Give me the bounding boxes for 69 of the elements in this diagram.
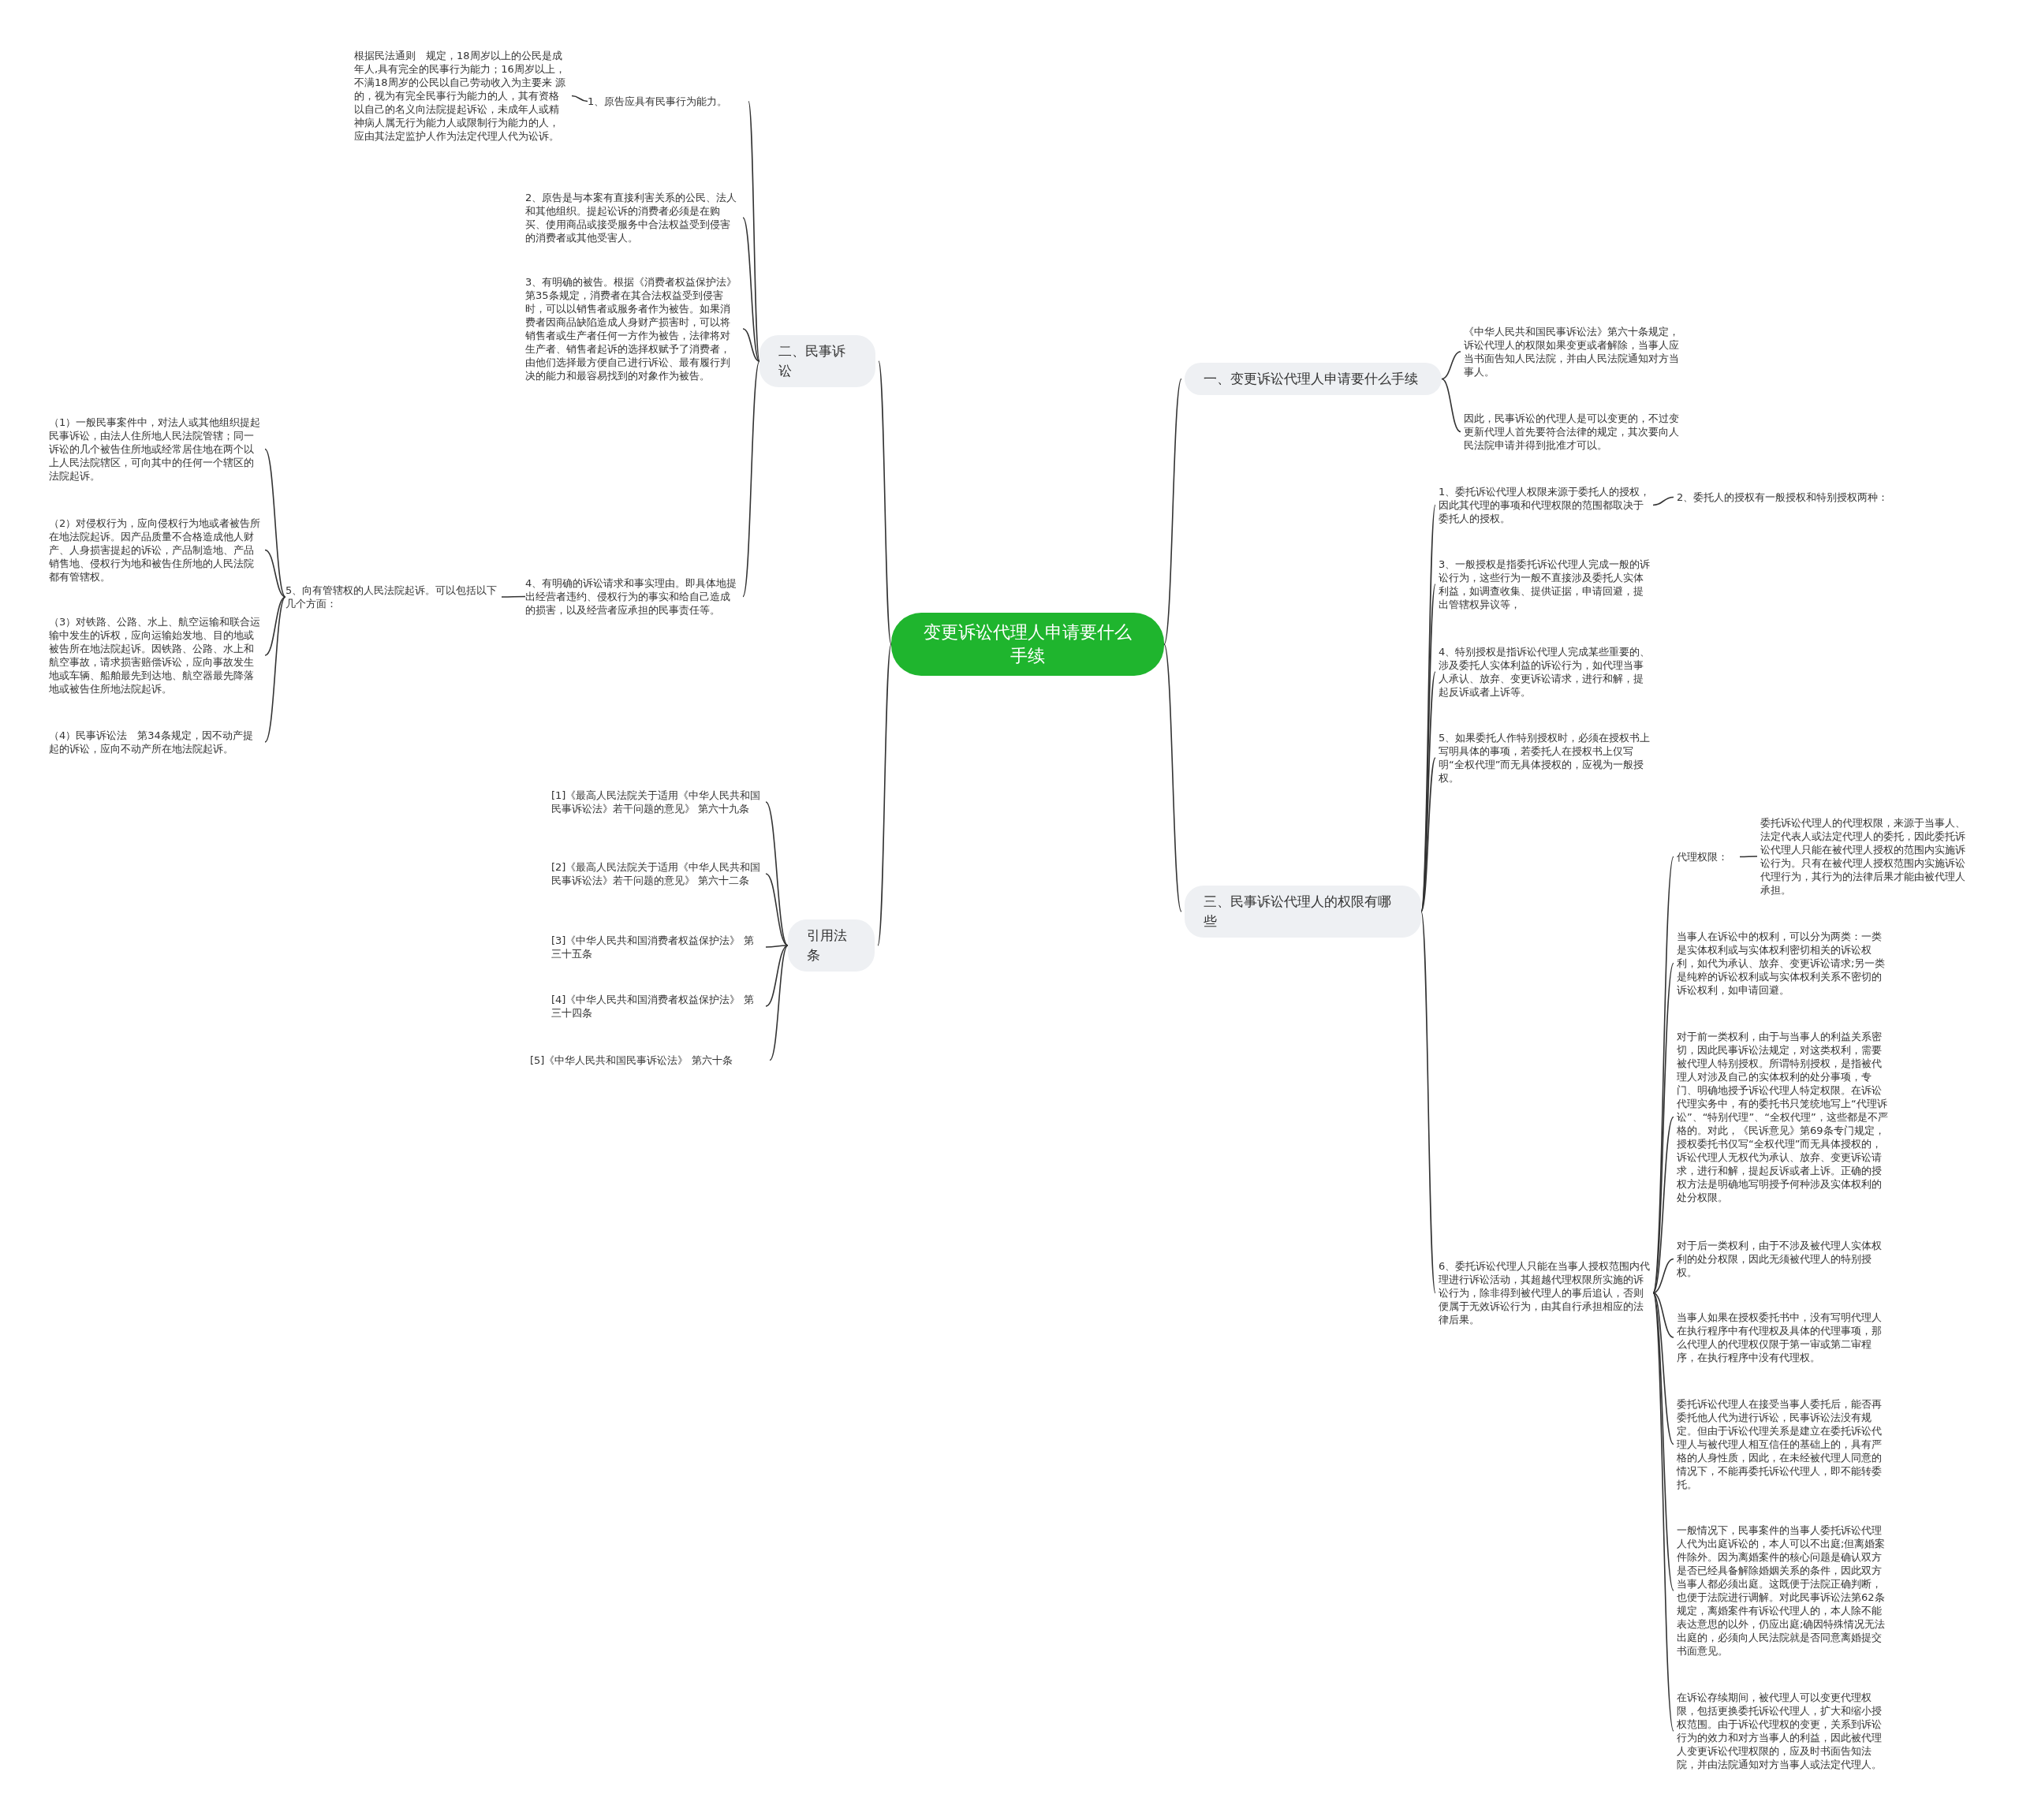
connector-line <box>1652 1292 1674 1338</box>
connector-line <box>765 873 789 946</box>
topic-text: （1）一般民事案件中，对法人或其他组织提起民事诉讼，由法人住所地人民法院管辖；同一诉讼的几个被告住所地或经常居住地在两个以上人民法院辖区，可向其中的任何一个辖区的法院起诉。 <box>49 416 262 483</box>
topic-text: （4）民事诉讼法 第34条规定，因不动产提起的诉讼，应向不动产所在地法院起诉。 <box>49 729 262 755</box>
connector-line <box>769 945 789 1061</box>
topic-text: 当事人在诉讼中的权利，可以分为两类：一类是实体权利或与实体权利密切相关的诉讼权利，如代为承认、放弃、变更诉讼请求;另一类是纯粹的诉讼权利或与实体权利关系不密切的诉讼权利，如申请回避。 <box>1677 930 1891 997</box>
connector-line <box>1420 911 1436 1294</box>
connector-line <box>1163 643 1182 912</box>
topic-text: 一般情况下，民事案件的当事人委托诉讼代理人代为出庭诉讼的，本人可以不出庭;但离婚案件除外。因为离婚案件的核心问题是确认双方是否已经具备解除婚姻关系的条件，因此双方当事人都必须出庭。这既便于法院正确判断，也便于法院进行调解。对此民事诉讼法第62条规定，离婚案件有诉讼代理人的，本人除不能表达意思的以外，仍应出庭;确因特殊情况无法出庭的，必须向人民法院就是否同意离婚提交书面意见。 <box>1677 1524 1891 1658</box>
connector-line <box>765 945 789 948</box>
branch-topic: 三、民事诉讼代理人的权限有哪些 <box>1185 886 1421 938</box>
connector-line <box>878 360 892 645</box>
topic-text: [4]《中华人民共和国消费者权益保护法》 第三十四条 <box>551 993 763 1020</box>
topic-text: 对于前一类权利，由于与当事人的利益关系密切，因此民事诉讼法规定，对这类权利，需要被代理人特别授权。所谓特别授权，是指被代理人对涉及自己的实体权利的处分事项，专门、明确地授予诉讼代理人特定权限。在诉讼代理实务中，有的委托书只笼统地写上“代理诉讼”、“特别代理”、“全权代理”，这些都是不严格的。对此，《民诉意见》第69条专门规定，授权委托书仅写“全权代理”而无具体授权的，诉讼代理人无权代为承认、放弃、变更诉讼请求，进行和解，提起反诉或者上诉。正确的授权方法是明确地写明授予何种涉及实体权利的处分权限。 <box>1677 1030 1891 1204</box>
topic-text: [1]《最高人民法院关于适用《中华人民共和国民事诉讼法》若干问题的意见》 第六十九条 <box>551 789 763 815</box>
connector-line <box>1441 351 1461 380</box>
connector-line <box>742 360 760 598</box>
topic-text: [5]《中华人民共和国民事诉讼法》 第六十条 <box>530 1054 767 1067</box>
topic-text: [2]《最高人民法院关于适用《中华人民共和国民事诉讼法》若干问题的意见》 第六十二条 <box>551 860 763 887</box>
branch-topic: 引用法条 <box>788 919 875 972</box>
topic-text: （2）对侵权行为，应向侵权行为地或者被告所在地法院起诉。因产品质量不合格造成他人财产、人身损害提起的诉讼，产品制造地、产品销售地、侵权行为地和被告住所地的人民法院都有管辖权。 <box>49 517 262 584</box>
connector-line <box>264 448 286 598</box>
connector-line <box>1420 757 1436 912</box>
connector-line <box>1652 1258 1674 1294</box>
topic-text: 2、委托人的授权有一般授权和特别授权两种： <box>1677 490 1898 504</box>
connector-line <box>877 643 892 946</box>
connector-line <box>501 595 526 598</box>
connector-line <box>1652 1292 1674 1445</box>
topic-text: 在诉讼存续期间，被代理人可以变更代理权限，包括更换委托诉讼代理人，扩大和缩小授权范围。由于诉讼代理权的变更，关系到诉讼行为的效力和对方当事人的利益，因此被代理人变更诉讼代理权限的，应及时书面告知法院，并由法院通知对方当事人或法定代理人。 <box>1677 1691 1891 1771</box>
connector-line <box>1652 1292 1674 1732</box>
topic-text: 2、原告是与本案有直接利害关系的公民、法人和其他组织。提起讼诉的消费者必须是在购买、使用商品或接受服务中合法权益受到侵害的消费者或其他受害人。 <box>525 191 740 244</box>
topic-text: （3）对铁路、公路、水上、航空运输和联合运输中发生的诉权，应向运输始发地、目的地或被告所在地法院起诉。因铁路、公路、水上和航空事故，请求损害赔偿诉讼，应向事故发生地或车辆、船舶最先到达地、航空器最先降落地或被告住所地法院起诉。 <box>49 615 262 696</box>
topic-text: [3]《中华人民共和国消费者权益保护法》 第三十五条 <box>551 934 763 960</box>
connector-line <box>1652 496 1674 506</box>
topic-text: 1、委托诉讼代理人权限来源于委托人的授权，因此其代理的事项和代理权限的范围都取决于委托人的授权。 <box>1439 485 1653 525</box>
branch-topic: 一、变更诉讼代理人申请要什么手续 <box>1185 363 1442 395</box>
connector-line <box>1163 378 1182 645</box>
connector-line <box>1652 1116 1674 1294</box>
topic-text: 因此，民事诉讼的代理人是可以变更的，不过变更新代理人首先要符合法律的规定，其次要向人民法院申请并得到批准才可以。 <box>1464 412 1680 452</box>
topic-text: 根据民法通则 规定，18周岁以上的公民是成年人,具有完全的民事行为能力；16周岁以上，不满18周岁的公民以自己劳动收入为主要来 源的，视为有完全民事行为能力的人，其有资格以自己的名义向法院提起诉讼，未成年人或精神病人属无行为能力人或限制行为能力的人，应由其法定监护人作为法定代理人代为讼诉。 <box>354 49 569 143</box>
connector-line <box>264 596 286 656</box>
connector-line <box>264 549 286 598</box>
connector-line <box>264 596 286 743</box>
connector-line <box>1739 856 1758 858</box>
connector-line <box>571 95 588 103</box>
topic-text: 5、向有管辖权的人民法院起诉。可以包括以下几个方面： <box>285 584 498 610</box>
topic-text: 委托诉讼代理人在接受当事人委托后，能否再委托他人代为进行诉讼，民事诉讼法没有规定。但由于诉讼代理关系是建立在委托诉讼代理人与被代理人相互信任的基础上的，具有严格的人身性质，因此，在未经被代理人同意的情况下，不能再委托诉讼代理人，即不能转委托。 <box>1677 1397 1891 1491</box>
branch-topic: 二、民事诉讼 <box>759 335 875 387</box>
connector-line <box>765 801 789 946</box>
topic-text: 委托诉讼代理人的代理权限，来源于当事人、法定代表人或法定代理人的委托，因此委托诉讼代理人只能在被代理人授权的范围内实施诉讼行为。只有在被代理人授权范围内实施诉讼代理行为，其行为的法律后果才能由被代理人承担。 <box>1760 816 1975 897</box>
connector-line <box>1420 671 1436 912</box>
connector-line <box>1441 378 1461 433</box>
topic-text: 对于后一类权利，由于不涉及被代理人实体权利的处分权限，因此无须被代理人的特别授权。 <box>1677 1239 1891 1279</box>
topic-text: 3、有明确的被告。根据《消费者权益保护法》第35条规定，消费者在其合法权益受到侵害时，可以以销售者或服务者作为被告。如果消费者因商品缺陷造成人身财产损害时，可以将销售者或生产者任何一方作为被告，法律将对生产者、销售者起诉的选择权赋予了消费者，由他们选择最方便自己进行诉讼、最有履行判决的能力和最容易找到的对象作为被告。 <box>525 275 740 382</box>
topic-text: 代理权限： <box>1677 850 1740 863</box>
connector-line <box>748 100 760 362</box>
topic-text: 当事人如果在授权委托书中，没有写明代理人在执行程序中有代理权及具体的代理事项，那么代理人的代理权仅限于第一审或第二审程序，在执行程序中没有代理权。 <box>1677 1311 1891 1364</box>
connector-line <box>742 328 760 362</box>
topic-text: 6、委托诉讼代理人只能在当事人授权范围内代理进行诉讼活动，其超越代理权限所实施的诉讼行为，除非得到被代理人的事后追认，否则便属于无效诉讼行为，由其自行承担相应的法律后果。 <box>1439 1259 1653 1326</box>
topic-text: 4、有明确的诉讼请求和事实理由。即具体地提出经营者违约、侵权行为的事实和给自己造成的损害，以及经营者应承担的民事责任等。 <box>525 576 740 617</box>
topic-text: 5、如果委托人作特别授权时，必须在授权书上写明具体的事项，若委托人在授权书上仅写明“全权代理”而无具体授权的，应视为一般授权。 <box>1439 731 1653 785</box>
connector-line <box>765 945 789 1007</box>
central-topic: 变更诉讼代理人申请要什么手续 <box>891 613 1164 676</box>
topic-text: 1、原告应具有民事行为能力。 <box>588 95 745 108</box>
topic-text: 《中华人民共和国民事诉讼法》第六十条规定，诉讼代理人的权限如果变更或者解除，当事人应当书面告知人民法院，并由人民法院通知对方当事人。 <box>1464 325 1680 379</box>
topic-text: 3、一般授权是指委托诉讼代理人完成一般的诉讼行为，这些行为一般不直接涉及委托人实体利益，如调查收集、提供证据，申请回避，提出管辖权异议等， <box>1439 558 1653 611</box>
topic-text: 4、特别授权是指诉讼代理人完成某些重要的、涉及委托人实体利益的诉讼行为，如代理当事人承认、放弃、变更诉讼请求，进行和解，提起反诉或者上诉等。 <box>1439 645 1653 699</box>
connector-line <box>1652 1292 1674 1591</box>
connector-line <box>742 217 760 362</box>
